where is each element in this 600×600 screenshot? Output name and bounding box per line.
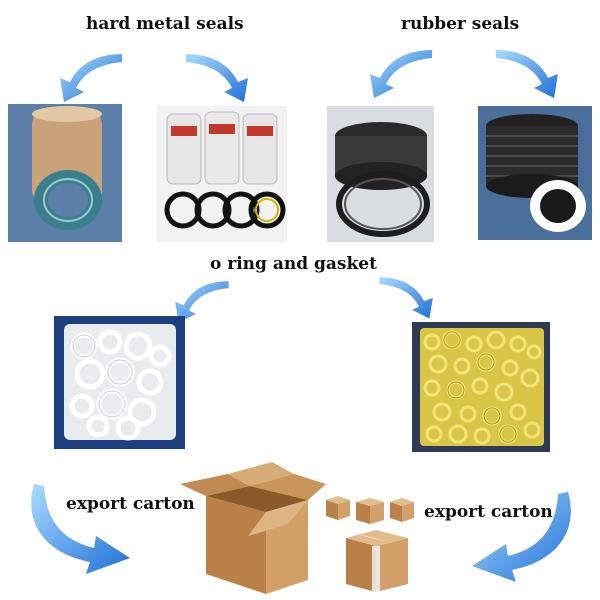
photo-hard-metal-seal-2 — [157, 106, 287, 242]
photo-rubber-seal-2 — [478, 106, 592, 240]
label-hard-metal-seals: hard metal seals — [86, 14, 244, 34]
photo-hard-metal-seal-1 — [8, 104, 122, 242]
arrow-1-icon — [50, 48, 130, 106]
arrow-4-icon — [488, 44, 568, 102]
arrow-8-icon — [470, 486, 582, 590]
photo-rubber-seal-1 — [327, 106, 434, 242]
label-o-ring-and-gasket: o ring and gasket — [210, 254, 377, 274]
arrow-3-icon — [360, 44, 440, 102]
arrow-6-icon — [372, 272, 442, 322]
arrow-7-icon — [20, 478, 132, 582]
photo-white-o-rings — [54, 316, 185, 449]
carton-boxes — [176, 456, 422, 594]
arrow-2-icon — [178, 48, 258, 106]
label-export-carton-right: export carton — [424, 502, 553, 522]
label-rubber-seals: rubber seals — [401, 14, 520, 34]
photo-yellow-o-rings — [412, 322, 550, 452]
arrow-5-icon — [166, 276, 236, 326]
label-export-carton-left: export carton — [66, 494, 195, 514]
